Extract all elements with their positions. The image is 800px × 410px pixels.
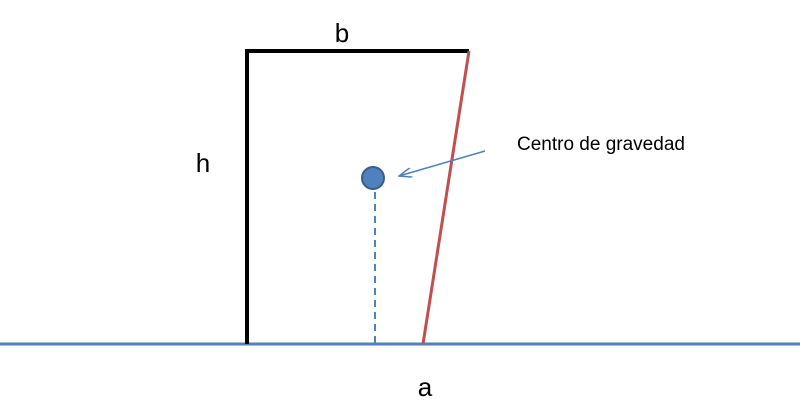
callout-arrow — [399, 150, 486, 176]
center-of-gravity-point — [361, 166, 385, 190]
label-bottom-a: a — [418, 372, 433, 402]
label-left-h: h — [196, 148, 210, 178]
block-slanted-side — [421, 50, 471, 345]
label-top-b: b — [335, 18, 349, 48]
label-center-of-gravity: Centro de gravedad — [517, 134, 685, 155]
